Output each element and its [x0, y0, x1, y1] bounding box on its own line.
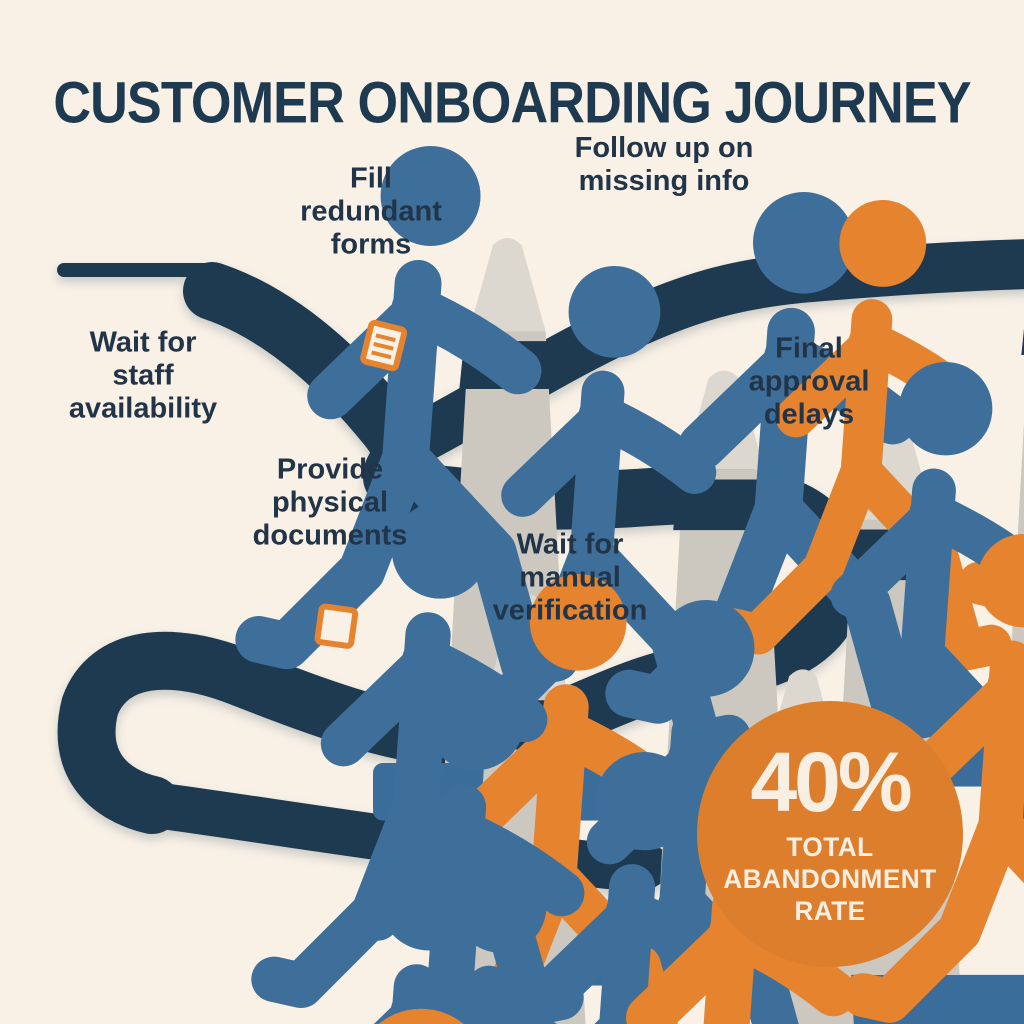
document-icon: [314, 603, 359, 649]
page-title: CUSTOMER ONBOARDING JOURNEY: [53, 70, 971, 136]
abandonment-rate-badge: 40% TOTAL ABANDONMENT RATE: [697, 701, 963, 967]
document-icon: [360, 319, 408, 372]
label-final-approval-delays: Final approval delays: [748, 332, 870, 431]
label-provide-physical-documents: Provide physical documents: [252, 453, 408, 552]
label-fill-redundant-forms: Fill redundant forms: [300, 162, 442, 261]
label-wait-manual-verification: Wait for manual verification: [492, 528, 648, 627]
abandonment-rate-label: TOTAL ABANDONMENT RATE: [723, 832, 937, 926]
document-icons: [314, 319, 408, 649]
label-follow-up-missing-info: Follow up on missing info: [574, 131, 754, 197]
abandonment-rate-value: 40%: [750, 735, 912, 830]
label-wait-for-staff-availability: Wait for staff availability: [68, 326, 218, 425]
